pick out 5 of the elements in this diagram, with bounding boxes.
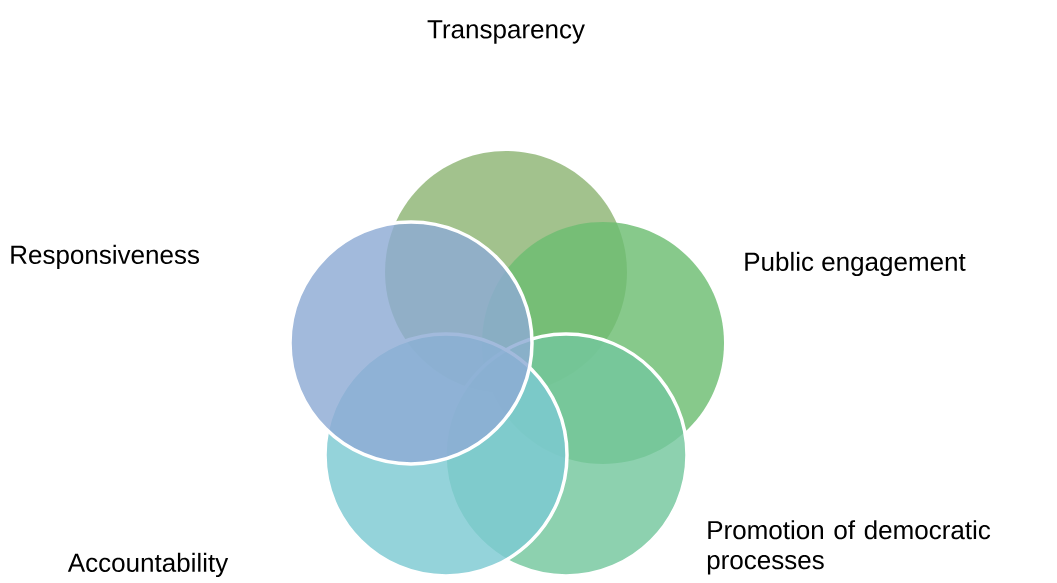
label: Public engagement xyxy=(745,251,966,277)
label: Accountability xyxy=(67,552,229,578)
label: Promotion of democratic processes xyxy=(707,520,991,575)
label: Transparency xyxy=(427,20,585,44)
label: Responsiveness xyxy=(11,244,199,270)
